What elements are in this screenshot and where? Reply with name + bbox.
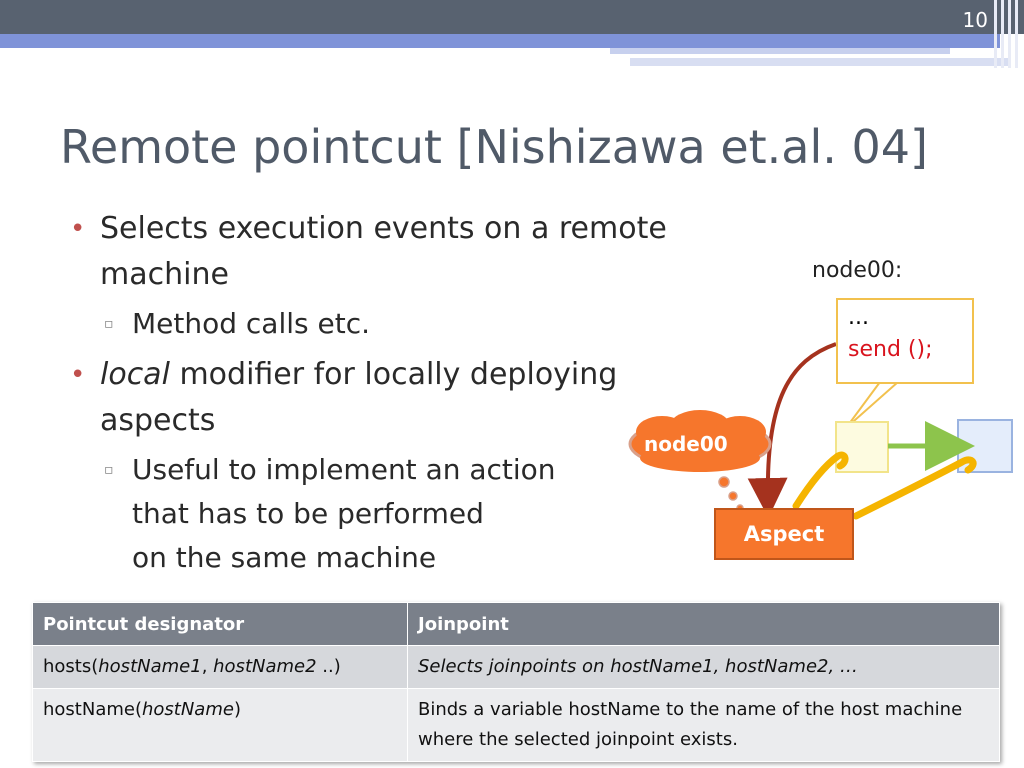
top-banner xyxy=(0,0,1024,34)
code-line: send (); xyxy=(848,337,933,362)
sub-bullet-text: that has to be performed xyxy=(132,497,484,530)
table-header-row: Pointcut designator Joinpoint xyxy=(32,602,1000,646)
sub-bullet-text: Method calls etc. xyxy=(132,307,371,340)
bullet-item: • Selects execution events on a remote m… xyxy=(70,206,720,298)
square-bullet-icon: ▫ xyxy=(104,316,114,332)
cell-text: hostName( xyxy=(43,699,142,720)
bullet-dot-icon: • xyxy=(70,360,86,390)
cell-italic: hostName2 xyxy=(213,656,317,677)
code-callout: ... send (); xyxy=(836,298,974,384)
sub-bullet-item: ▫ Method calls etc. xyxy=(70,302,770,346)
bullet-italic-text: local xyxy=(100,357,170,392)
table-row: hosts(hostName1, hostName2 ..) Selects j… xyxy=(32,645,1000,689)
cell-text: ) xyxy=(233,699,241,720)
cell-text: hosts( xyxy=(43,656,99,677)
sub-bullet-text: on the same machine xyxy=(132,541,437,574)
cell-italic: Selects joinpoints on hostName1, hostNam… xyxy=(418,656,858,677)
decor-line xyxy=(1008,0,1011,68)
cloud-icon xyxy=(628,410,772,512)
table-cell: hostName(hostName) xyxy=(32,688,408,762)
bullet-text: modifier for locally deploying aspects xyxy=(100,357,618,438)
table-cell: Selects joinpoints on hostName1, hostNam… xyxy=(407,645,1000,689)
pointcut-curve xyxy=(852,456,977,520)
cell-text: , xyxy=(201,656,214,677)
cell-italic: hostName xyxy=(141,699,234,720)
table-header-cell: Joinpoint xyxy=(407,602,1000,646)
remote-arrow xyxy=(747,342,837,518)
object-box-blue xyxy=(957,419,1013,473)
pointcut-table: Pointcut designator Joinpoint hosts(host… xyxy=(32,602,1000,762)
decor-line xyxy=(1015,0,1018,68)
sub-bullet-text: Useful to implement an action xyxy=(132,453,556,486)
decor-line xyxy=(994,0,997,68)
bullet-dot-icon: • xyxy=(70,214,86,244)
slide-number: 10 xyxy=(962,8,988,32)
slide-title: Remote pointcut [Nishizawa et.al. 04] xyxy=(60,120,928,174)
decor-bar xyxy=(630,58,1010,66)
cell-text: ..) xyxy=(316,656,341,677)
sub-bullet-item: ▫ Useful to implement an action that has… xyxy=(70,448,770,580)
decor-bar xyxy=(610,48,950,54)
cloud-label: node00 xyxy=(644,432,728,456)
code-line: ... xyxy=(848,305,869,330)
square-bullet-icon: ▫ xyxy=(104,462,114,478)
decor-bar xyxy=(0,34,1000,48)
pointcut-curve xyxy=(792,451,849,510)
table-cell: Binds a variable hostName to the name of… xyxy=(407,688,1000,762)
node-label: node00: xyxy=(812,258,903,283)
table-row: hostName(hostName) Binds a variable host… xyxy=(32,688,1000,762)
table-cell: hosts(hostName1, hostName2 ..) xyxy=(32,645,408,689)
cell-italic: hostName1 xyxy=(98,656,202,677)
bullet-text: Selects execution events on a remote mac… xyxy=(100,211,667,292)
decor-line xyxy=(1001,0,1004,68)
remote-pointcut-diagram xyxy=(628,342,1013,520)
bullet-list: • Selects execution events on a remote m… xyxy=(70,206,770,586)
aspect-box: Aspect xyxy=(714,508,854,560)
table-header-cell: Pointcut designator xyxy=(32,602,408,646)
bullet-item: • local modifier for locally deploying a… xyxy=(70,352,660,444)
